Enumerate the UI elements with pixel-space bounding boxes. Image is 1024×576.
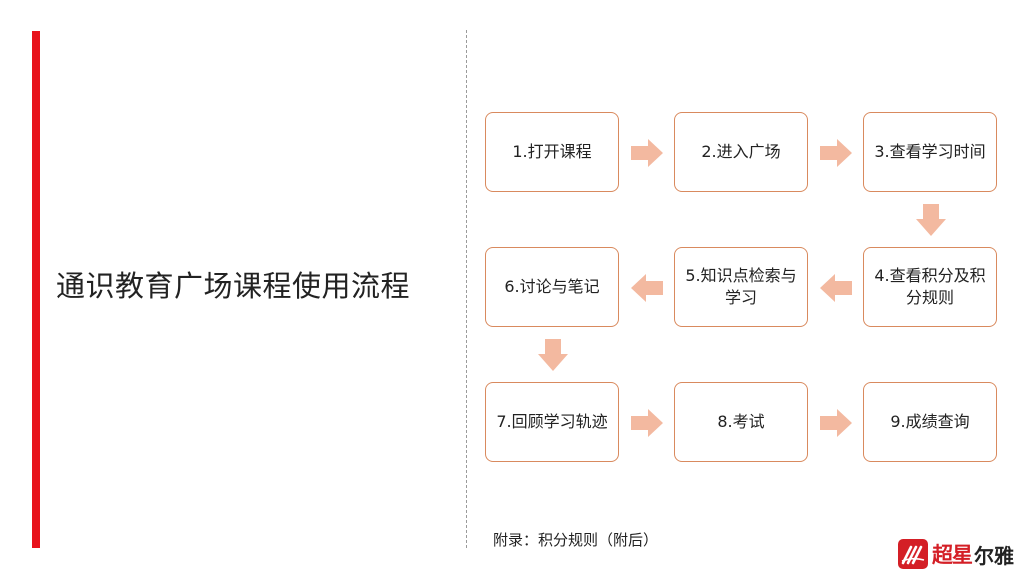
step-3-label: 3.查看学习时间	[874, 142, 986, 161]
brand-name-text: 尔雅	[974, 543, 1014, 568]
step-7-label: 7.回顾学习轨迹	[496, 412, 608, 431]
page-title: 通识教育广场课程使用流程	[56, 269, 411, 303]
step-8-label: 8.考试	[717, 412, 765, 431]
step-7-box: 7.回顾学习轨迹	[485, 382, 619, 462]
step-1-label: 1.打开课程	[512, 142, 592, 161]
step-9-box: 9.成绩查询	[863, 382, 997, 462]
step-9-label: 9.成绩查询	[890, 412, 970, 431]
arrow-right-icon	[631, 409, 663, 437]
brand-logo: 超星 尔雅	[898, 539, 1014, 569]
step-4-label: 4.查看积分及积分规则	[874, 266, 986, 307]
step-6-label: 6.讨论与笔记	[504, 277, 600, 296]
arrow-right-icon	[820, 409, 852, 437]
arrow-left-icon	[820, 274, 852, 302]
arrow-down-icon	[538, 339, 568, 371]
accent-bar	[32, 31, 40, 548]
step-3-box: 3.查看学习时间	[863, 112, 997, 192]
step-2-box: 2.进入广场	[674, 112, 808, 192]
arrow-down-icon	[916, 204, 946, 236]
step-4-box: 4.查看积分及积分规则	[863, 247, 997, 327]
step-1-box: 1.打开课程	[485, 112, 619, 192]
step-5-label: 5.知识点检索与学习	[685, 266, 797, 307]
step-6-box: 6.讨论与笔记	[485, 247, 619, 327]
brand-cn-text: 超星	[932, 542, 973, 567]
step-2-label: 2.进入广场	[701, 142, 781, 161]
divider	[466, 30, 467, 548]
appendix-note: 附录：积分规则（附后）	[493, 531, 659, 549]
arrow-left-icon	[631, 274, 663, 302]
arrow-right-icon	[631, 139, 663, 167]
step-5-box: 5.知识点检索与学习	[674, 247, 808, 327]
brand-logo-icon	[898, 539, 928, 569]
arrow-right-icon	[820, 139, 852, 167]
step-8-box: 8.考试	[674, 382, 808, 462]
